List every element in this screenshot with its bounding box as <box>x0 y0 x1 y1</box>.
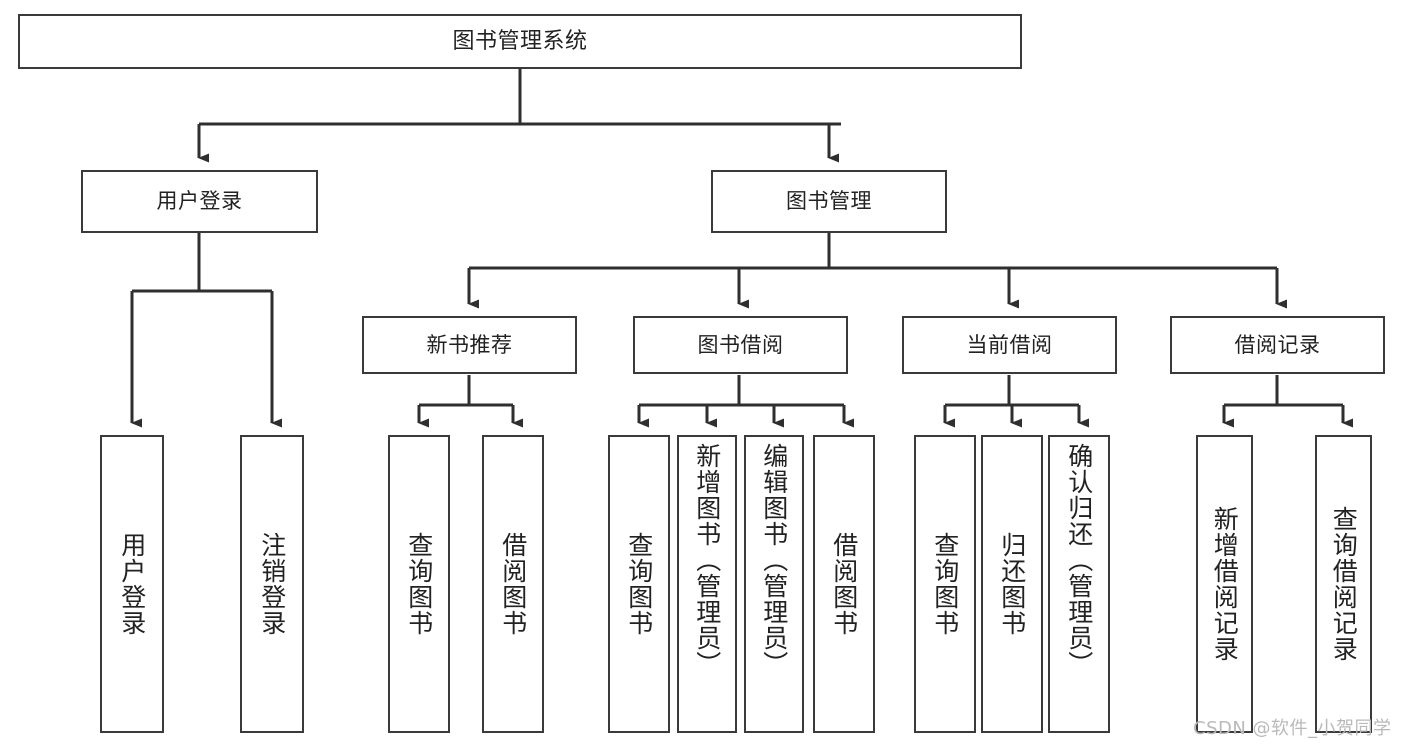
node-current-borrow[interactable]: 当前借阅 <box>902 316 1117 374</box>
node-label: 借阅图书 <box>498 532 528 636</box>
node-label: 借阅图书 <box>829 532 859 636</box>
node-label: 借阅记录 <box>1234 332 1321 357</box>
node-label: 用户登录 <box>156 189 243 214</box>
node-borrow-records[interactable]: 借阅记录 <box>1170 316 1385 374</box>
leaf-query-book-borrow[interactable]: 查询图书 <box>608 435 670 733</box>
node-label: 新书推荐 <box>426 332 513 357</box>
node-user-login[interactable]: 用户登录 <box>81 170 318 233</box>
node-root-system[interactable]: 图书管理系统 <box>18 14 1022 69</box>
leaf-add-borrow-record[interactable]: 新增借阅记录 <box>1196 435 1253 733</box>
leaf-confirm-return-admin[interactable]: 确认归还（管理员） <box>1048 435 1110 733</box>
leaf-query-borrow-record[interactable]: 查询借阅记录 <box>1315 435 1372 733</box>
node-label: 图书管理 <box>786 189 872 214</box>
leaf-user-login[interactable]: 用户登录 <box>100 435 164 733</box>
node-book-management[interactable]: 图书管理 <box>711 170 947 233</box>
leaf-borrow-book[interactable]: 借阅图书 <box>813 435 875 733</box>
leaf-query-book-recommend[interactable]: 查询图书 <box>388 435 450 733</box>
node-label: 归还图书 <box>997 532 1027 636</box>
node-label: 查询借阅记录 <box>1329 506 1359 662</box>
node-label: 当前借阅 <box>966 332 1053 357</box>
node-label: 编辑图书（管理员） <box>759 443 789 677</box>
leaf-return-book[interactable]: 归还图书 <box>981 435 1043 733</box>
leaf-query-book-current[interactable]: 查询图书 <box>914 435 976 733</box>
node-label: 查询图书 <box>930 532 960 636</box>
node-label: 查询图书 <box>624 532 654 636</box>
leaf-add-book-admin[interactable]: 新增图书（管理员） <box>677 435 737 733</box>
leaf-borrow-book-recommend[interactable]: 借阅图书 <box>482 435 544 733</box>
watermark-text: CSDN @软件_小贺同学 <box>1193 718 1392 739</box>
node-book-borrow[interactable]: 图书借阅 <box>633 316 848 374</box>
node-label: 查询图书 <box>404 532 434 636</box>
node-label: 确认归还（管理员） <box>1064 443 1094 677</box>
leaf-edit-book-admin[interactable]: 编辑图书（管理员） <box>744 435 804 733</box>
node-label: 注销登录 <box>257 532 287 636</box>
leaf-user-logout[interactable]: 注销登录 <box>240 435 304 733</box>
node-label: 新增借阅记录 <box>1210 506 1240 662</box>
node-label: 图书管理系统 <box>452 28 588 54</box>
node-new-book-recommend[interactable]: 新书推荐 <box>362 316 577 374</box>
node-label: 新增图书（管理员） <box>692 443 722 677</box>
node-label: 用户登录 <box>117 532 147 636</box>
node-label: 图书借阅 <box>697 332 784 357</box>
